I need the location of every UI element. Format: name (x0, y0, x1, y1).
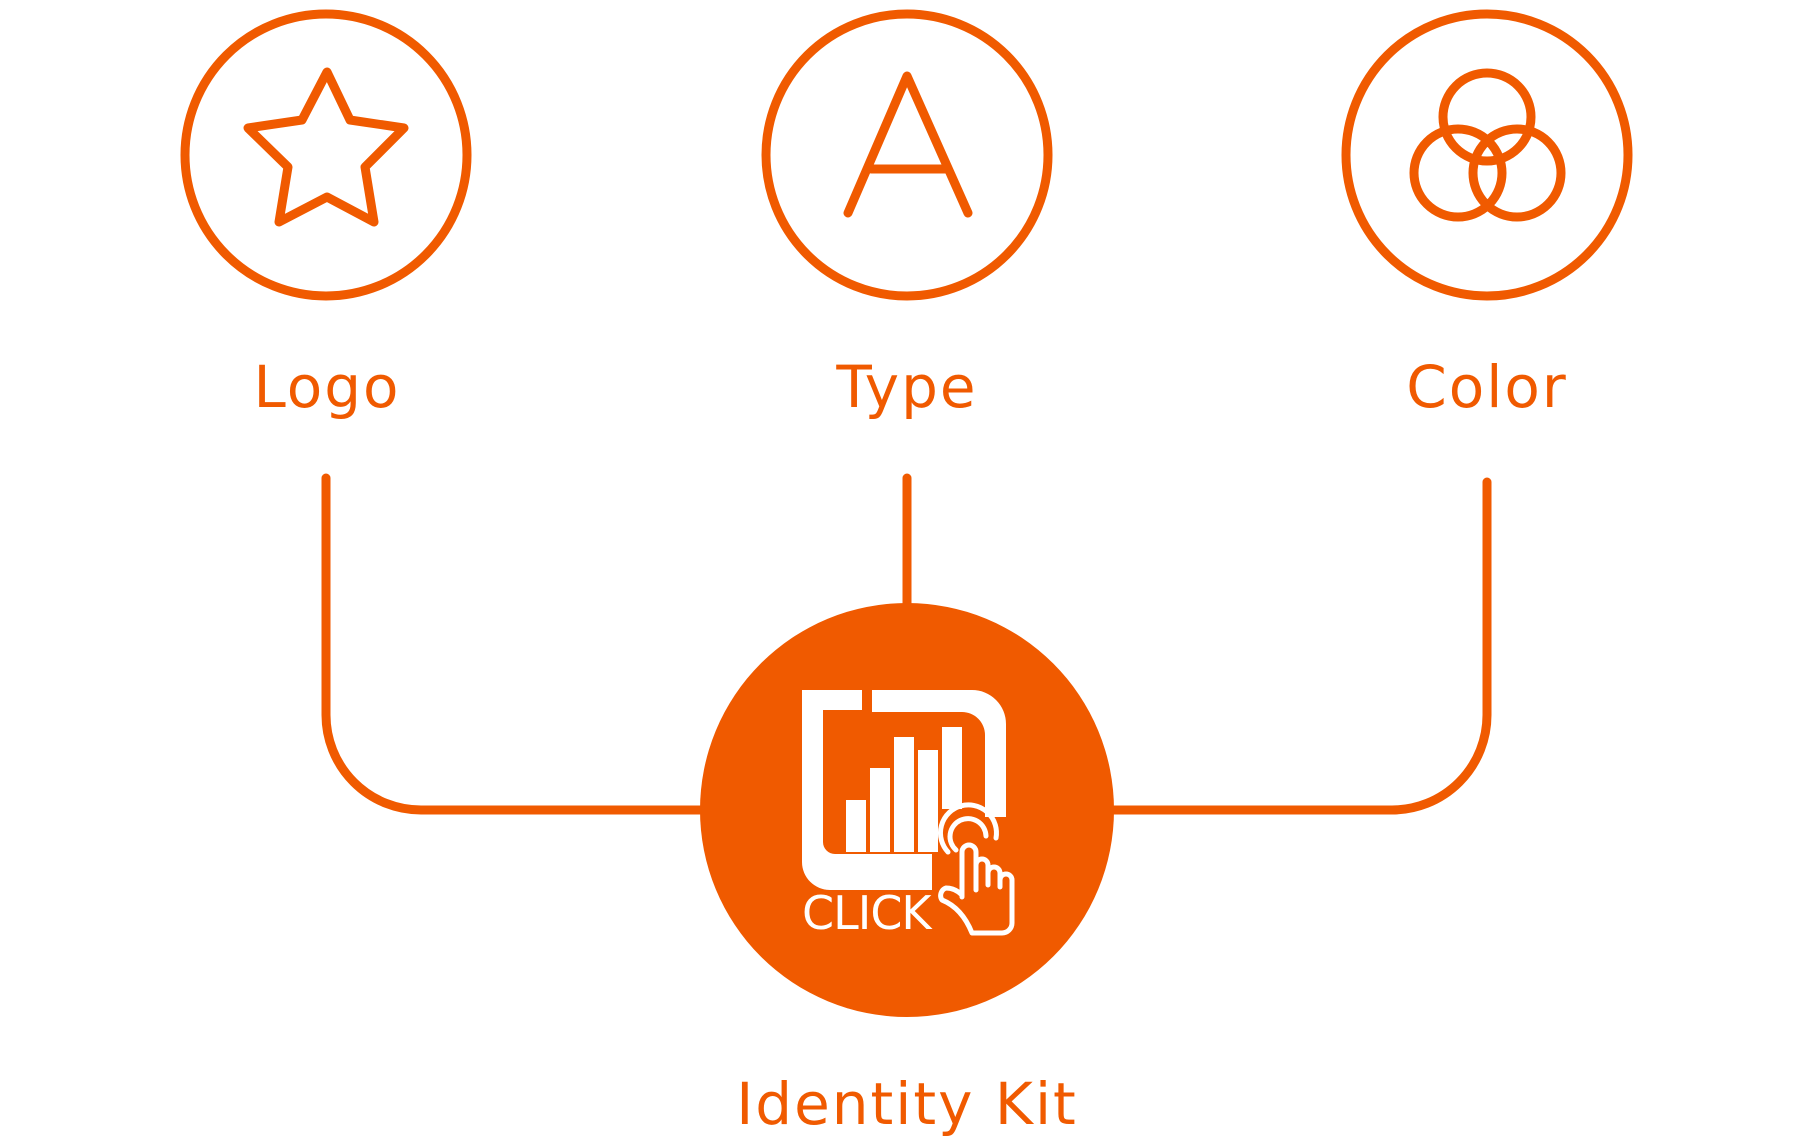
node-label-logo: Logo (253, 353, 401, 421)
click-logo-icon: CLICK (802, 690, 1015, 940)
logo-tap-ring-outer (937, 802, 999, 855)
node-type-circle (761, 9, 1053, 301)
node-logo-circle (180, 9, 472, 301)
logo-tap-ring-inner (947, 816, 989, 853)
logo-bar (942, 727, 962, 809)
logo-bar (894, 737, 914, 852)
node-color-circle (1341, 9, 1633, 301)
logo-bar (870, 768, 890, 852)
logo-bar (846, 800, 866, 852)
color-circles-icon (1409, 68, 1566, 222)
hub-label: Identity Kit (736, 1070, 1078, 1138)
connector-color (1107, 477, 1492, 815)
star-icon (243, 67, 409, 227)
logo-frame-top-left (802, 690, 823, 748)
logo-bar (918, 750, 938, 852)
node-label-color: Color (1406, 353, 1568, 421)
letter-a-icon (843, 71, 973, 218)
connector-logo (321, 473, 705, 815)
node-label-type: Type (836, 353, 978, 421)
logo-frame-right (872, 690, 1006, 817)
logo-wordmark: CLICK (802, 886, 933, 940)
pointer-hand-icon (938, 842, 1015, 936)
